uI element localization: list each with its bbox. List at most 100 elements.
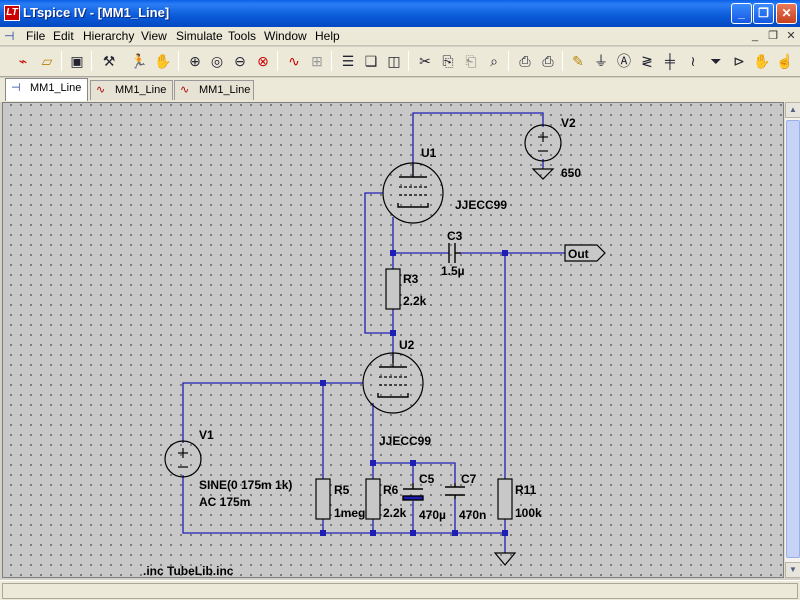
component-icon[interactable]: ⊳: [733, 53, 745, 69]
r11-ref[interactable]: R11: [515, 483, 537, 497]
r6-ref[interactable]: R6: [383, 483, 399, 497]
u2-value[interactable]: JJECC99: [379, 434, 431, 448]
draw-wire-icon[interactable]: ✎: [572, 53, 584, 69]
menu-bar: ⊣ File Edit Hierarchy View Simulate Tool…: [0, 27, 800, 46]
wire-v1-grid: [182, 382, 363, 443]
move-icon[interactable]: ✋: [753, 53, 771, 69]
menu-view[interactable]: View: [141, 29, 167, 43]
waveform-icon[interactable]: ∿: [288, 53, 300, 69]
tab-waveform-1[interactable]: ∿ MM1_Line: [90, 80, 173, 100]
scroll-down-button[interactable]: ▼: [785, 562, 800, 578]
net-label-out[interactable]: Out: [568, 247, 589, 261]
junction-cathode-1: [370, 460, 376, 466]
r5-ref[interactable]: R5: [334, 483, 350, 497]
tab-schematic[interactable]: ⊣ MM1_Line: [5, 78, 88, 101]
open-icon[interactable]: ▱: [41, 53, 53, 69]
zoom-fit-icon[interactable]: ⊗: [257, 53, 269, 69]
schematic-canvas[interactable]: Out U1 JJECC99 V2 650 C3 1.5µ R3 2.2k U2…: [2, 102, 784, 578]
resistor-icon[interactable]: ≷: [641, 53, 653, 69]
tile-horizontal-icon[interactable]: ☰: [341, 53, 355, 69]
c5-value[interactable]: 470µ: [419, 508, 446, 522]
halt-icon[interactable]: ✋: [154, 53, 172, 69]
zoom-pan-icon[interactable]: ◎: [210, 53, 224, 69]
menu-simulate[interactable]: Simulate: [176, 29, 223, 43]
copy-icon[interactable]: ⎘: [442, 53, 454, 69]
new-schematic-icon[interactable]: ⌁: [18, 53, 28, 69]
v2-ref[interactable]: V2: [561, 116, 576, 130]
control-panel-icon[interactable]: ⚒: [102, 53, 116, 69]
mdi-close-button[interactable]: ✕: [786, 30, 796, 42]
u2-ref[interactable]: U2: [399, 338, 415, 352]
spice-directive[interactable]: .inc TubeLib.inc: [143, 564, 234, 578]
minimize-button[interactable]: _: [731, 3, 752, 24]
schematic-drawing[interactable]: Out U1 JJECC99 V2 650 C3 1.5µ R3 2.2k U2…: [3, 103, 784, 578]
diode-icon[interactable]: ⏷: [710, 53, 722, 69]
r3-value[interactable]: 2.2k: [403, 294, 427, 308]
cut-icon[interactable]: ✂: [419, 53, 431, 69]
cascade-icon[interactable]: ❏: [364, 53, 378, 69]
menu-window[interactable]: Window: [264, 29, 307, 43]
zoom-out-icon[interactable]: ⊖: [234, 53, 246, 69]
c7-value[interactable]: 470n: [459, 508, 486, 522]
capacitor-icon[interactable]: ╪: [665, 53, 675, 69]
inductor-icon[interactable]: ≀: [690, 53, 696, 69]
drag-icon[interactable]: ☝: [776, 53, 794, 69]
menu-edit[interactable]: Edit: [53, 29, 74, 43]
resistor-r11: [497, 478, 513, 520]
wire-u1-grid-loop: [364, 192, 393, 334]
v1-value-line1[interactable]: SINE(0 175m 1k): [199, 478, 292, 492]
print-icon[interactable]: ⎙: [542, 53, 554, 69]
u1-ref[interactable]: U1: [421, 146, 437, 160]
tile-vertical-icon[interactable]: ◫: [387, 53, 401, 69]
junction-cathode-2: [410, 460, 416, 466]
print-setup-icon[interactable]: ⎙: [519, 53, 531, 69]
mdi-minimize-button[interactable]: _: [751, 30, 759, 42]
r11-value[interactable]: 100k: [515, 506, 542, 520]
vertical-scrollbar[interactable]: ▲ ▼: [784, 102, 800, 578]
r3-ref[interactable]: R3: [403, 272, 419, 286]
v2-value[interactable]: 650: [561, 166, 581, 180]
paste-icon[interactable]: ⎗: [465, 53, 477, 69]
tab-waveform-2[interactable]: ∿ MM1_Line: [174, 80, 254, 100]
close-button[interactable]: ✕: [776, 3, 797, 24]
r6-value[interactable]: 2.2k: [383, 506, 407, 520]
title-bar[interactable]: LT LTspice IV - [MM1_Line] _ ❐ ✕: [0, 0, 800, 27]
v1-ref[interactable]: V1: [199, 428, 214, 442]
zoom-in-icon[interactable]: ⊕: [189, 53, 201, 69]
scroll-thumb[interactable]: [786, 120, 800, 558]
menu-tools[interactable]: Tools: [228, 29, 257, 43]
c5-ref[interactable]: C5: [419, 472, 435, 486]
c3-ref[interactable]: C3: [447, 229, 463, 243]
c7-ref[interactable]: C7: [461, 472, 477, 486]
capacitor-c3: [448, 243, 461, 263]
tab-label: MM1_Line: [30, 82, 82, 94]
junction-rail-4: [452, 530, 458, 536]
r5-value[interactable]: 1meg: [334, 506, 365, 520]
menu-file[interactable]: File: [26, 29, 46, 43]
status-bar: [0, 580, 800, 600]
restore-button[interactable]: ❐: [753, 3, 774, 24]
ground-icon[interactable]: ⏚: [594, 53, 608, 69]
junction-u2-plate: [390, 330, 396, 336]
mdi-restore-button[interactable]: ❐: [768, 30, 778, 42]
tab-label: MM1_Line: [115, 84, 167, 96]
junction-rail-5: [502, 530, 508, 536]
c3-value[interactable]: 1.5µ: [441, 264, 465, 278]
junction-rail-2: [370, 530, 376, 536]
toolbar: ⌁ ▱ ▣ ⚒ 🏃 ✋ ⊕ ◎ ⊖ ⊗ ∿ ⊞ ☰ ❏ ◫ ✂ ⎘ ⎗ ⌕ ⎙ …: [0, 47, 800, 77]
label-net-icon[interactable]: Ⓐ: [617, 53, 631, 69]
find-icon[interactable]: ⌕: [490, 53, 498, 69]
schematic-doc-icon[interactable]: ⊣: [4, 29, 15, 43]
waveform-alt-icon[interactable]: ⊞: [311, 53, 323, 69]
ltspice-logo-icon[interactable]: LT: [4, 5, 20, 21]
u1-value[interactable]: JJECC99: [455, 198, 507, 212]
v1-value-line2[interactable]: AC 175m: [199, 495, 250, 509]
save-icon[interactable]: ▣: [70, 53, 84, 69]
menu-hierarchy[interactable]: Hierarchy: [83, 29, 135, 43]
junction-grid: [320, 380, 326, 386]
menu-help[interactable]: Help: [315, 29, 340, 43]
scroll-up-button[interactable]: ▲: [785, 102, 800, 118]
run-icon[interactable]: 🏃: [130, 53, 148, 69]
status-cell: [2, 583, 798, 599]
wire-u1-to-v2: [412, 112, 544, 177]
